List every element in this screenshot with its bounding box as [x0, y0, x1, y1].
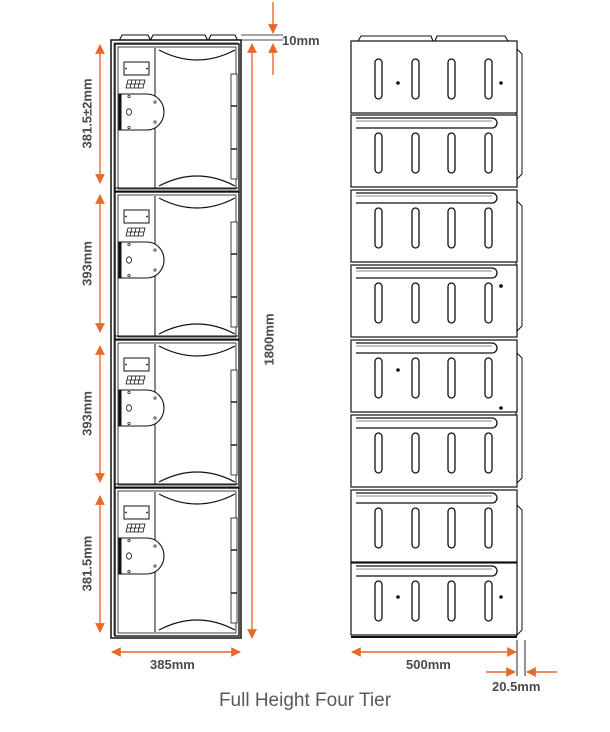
tier3-height-label: 393mm	[79, 391, 95, 436]
front-width-label: 385mm	[150, 657, 195, 672]
drawing-caption: Full Height Four Tier	[218, 690, 392, 711]
top-offset-label: 10mm	[282, 33, 320, 48]
tier4-height-label: 381.5mm	[79, 535, 95, 592]
side-offset-label: 20.5mm	[492, 679, 541, 694]
front-view	[110, 34, 242, 639]
total-height-label: 1800mm	[261, 313, 277, 366]
tier2-height-label: 393mm	[79, 241, 95, 286]
side-depth-label: 500mm	[406, 657, 451, 672]
side-view	[350, 35, 523, 638]
tier1-height-label: 381.5±2mm	[79, 78, 95, 149]
dimension-lines	[95, 2, 557, 677]
